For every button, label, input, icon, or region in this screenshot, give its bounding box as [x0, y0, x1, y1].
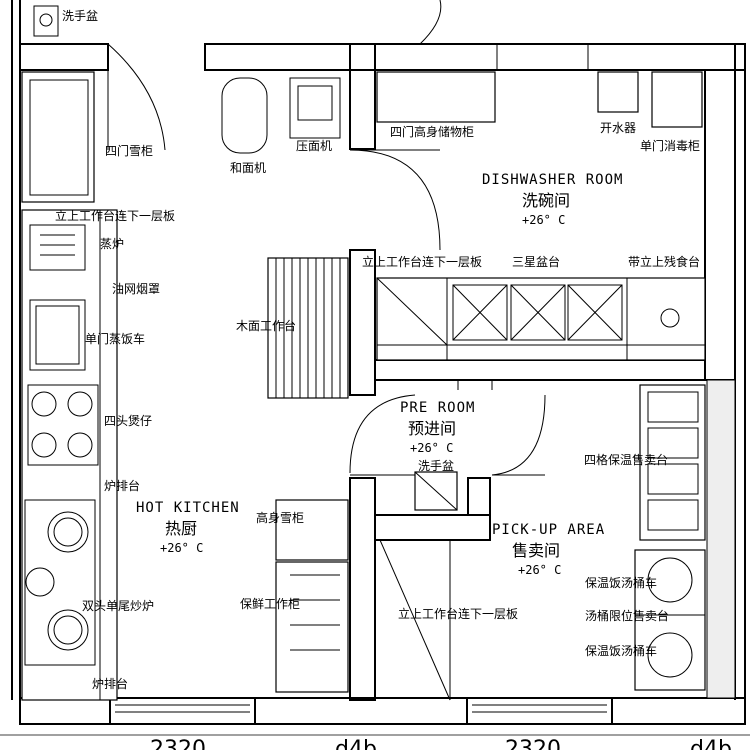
wood-table-hatch: [275, 258, 341, 398]
label-workbench-left: 立上工作台连下一层板: [55, 208, 175, 223]
label-waste-table: 带立上残食台: [628, 254, 700, 269]
label-water-heater: 开水器: [600, 121, 636, 135]
label-soup-counter: 汤桶限位售卖台: [585, 608, 669, 623]
label-rice-steamer: 单门蒸饭车: [85, 331, 145, 346]
room-pre-temp: +26° C: [410, 441, 453, 455]
dim-1: 2320: [150, 737, 206, 750]
label-noodle-press: 压面机: [296, 139, 332, 153]
room-hot-en: HOT KITCHEN: [136, 500, 240, 516]
label-side-counter: 炉排台: [104, 478, 140, 493]
pickup-fixtures: [379, 384, 706, 701]
label-stockpot-stove: 四头煲仔: [104, 413, 152, 428]
label-sterilizer: 单门消毒柜: [640, 138, 700, 153]
equipment-labels: 洗手盆 和面机 压面机 四门高身储物柜 开水器 单门消毒柜 四门雪柜 立上工作台…: [55, 9, 700, 691]
dim-4: d4b: [690, 737, 732, 750]
label-soup-warmer-1: 保温饭汤桶车: [585, 575, 657, 590]
label-fresh-cabinet: 保鲜工作柜: [240, 597, 300, 611]
dimension-labels: 2320 d4b 2320 d4b: [150, 737, 732, 750]
label-steamer: 蒸炉: [100, 237, 124, 251]
room-pre-en: PRE ROOM: [400, 400, 475, 416]
label-freezer: 高身雪柜: [256, 510, 304, 525]
label-workbench-dish: 立上工作台连下一层板: [362, 254, 482, 269]
label-four-door-cabinet: 四门高身储物柜: [390, 124, 474, 139]
doors: [107, 0, 546, 476]
label-wood-table: 木面工作台: [236, 318, 296, 333]
label-pre-sink: 洗手盆: [418, 459, 454, 473]
room-pickup-cn: 售卖间: [512, 541, 560, 560]
label-warm-display: 四格保温售卖台: [584, 452, 668, 467]
label-workbench-pickup: 立上工作台连下一层板: [398, 606, 518, 621]
label-top-left: 洗手盆: [62, 9, 98, 23]
room-dishwasher-cn: 洗碗间: [522, 191, 570, 210]
room-dishwasher-en: DISHWASHER ROOM: [482, 172, 623, 188]
room-pickup-temp: +26° C: [518, 563, 561, 577]
label-soup-warmer-2: 保温饭汤桶车: [585, 643, 657, 658]
room-pickup-en: PICK-UP AREA: [492, 522, 605, 538]
central-fixtures: [221, 77, 349, 693]
dim-3: 2320: [505, 737, 561, 750]
label-wok-side: 炉排台: [92, 676, 128, 691]
room-dishwasher-temp: +26° C: [522, 213, 565, 227]
room-hot-cn: 热厨: [165, 519, 197, 538]
label-double-wok: 双头单尾炒炉: [82, 599, 154, 613]
room-hot-temp: +26° C: [160, 541, 203, 555]
label-dough-mixer: 和面机: [230, 161, 266, 175]
label-four-door-fridge: 四门雪柜: [105, 143, 153, 158]
dishwasher-fixtures: [376, 71, 706, 361]
hot-kitchen-equipment: [21, 5, 118, 701]
room-labels: DISHWASHER ROOM 洗碗间 +26° C PRE ROOM 预进间 …: [136, 172, 623, 577]
label-triple-sink: 三星盆台: [512, 254, 560, 269]
dim-2: d4b: [335, 737, 377, 750]
room-pre-cn: 预进间: [408, 419, 456, 438]
label-hood: 油网烟罩: [112, 282, 160, 296]
